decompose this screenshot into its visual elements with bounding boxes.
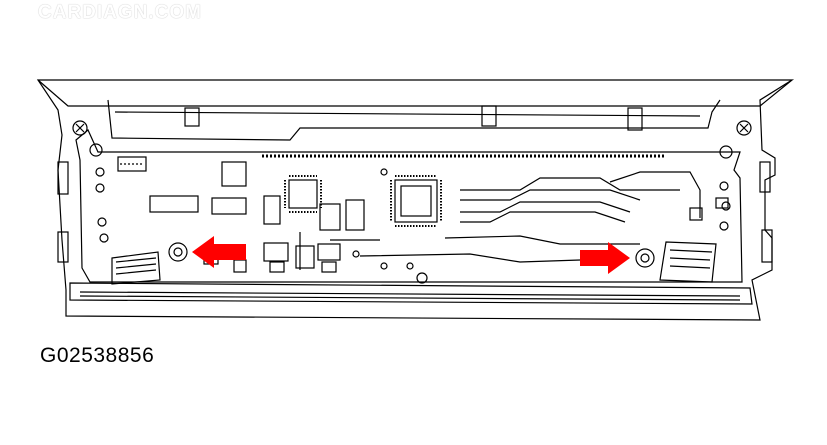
component bbox=[263, 242, 289, 262]
left-screw bbox=[168, 242, 188, 262]
small-chip bbox=[221, 161, 247, 187]
side-tab bbox=[57, 161, 69, 195]
center-screw bbox=[416, 272, 428, 284]
side-tab bbox=[759, 161, 771, 193]
housing-top-lip bbox=[37, 79, 793, 107]
right-fastener-arrow bbox=[580, 242, 630, 274]
right-screw bbox=[635, 248, 655, 268]
left-fastener-arrow bbox=[192, 236, 246, 268]
corner-screw bbox=[719, 145, 733, 159]
component bbox=[317, 243, 341, 261]
secondary-chip bbox=[288, 179, 318, 209]
component bbox=[269, 261, 285, 273]
main-chip bbox=[394, 179, 438, 223]
side-tab bbox=[57, 231, 69, 263]
component bbox=[295, 245, 315, 269]
component bbox=[321, 261, 337, 273]
corner-screw bbox=[89, 143, 103, 157]
top-tab bbox=[627, 107, 643, 131]
watermark-text: CARDIAGN.COM bbox=[38, 2, 202, 23]
component bbox=[233, 259, 247, 273]
corner-screw bbox=[736, 120, 752, 136]
top-tab bbox=[184, 107, 200, 127]
pcb-outline bbox=[75, 129, 743, 283]
top-bracket bbox=[107, 99, 721, 141]
corner-screw bbox=[72, 120, 88, 136]
component bbox=[689, 207, 703, 221]
figure-id-label: G02538856 bbox=[40, 344, 155, 367]
top-tab bbox=[481, 105, 497, 127]
connector bbox=[149, 195, 199, 213]
ribbon-left bbox=[111, 251, 161, 285]
connector bbox=[117, 156, 147, 172]
trace-bundle bbox=[460, 177, 680, 223]
side-tab bbox=[761, 229, 773, 263]
housing-bottom-rail bbox=[69, 282, 753, 305]
ribbon-right bbox=[659, 241, 717, 283]
housing-bottom-ridges bbox=[79, 291, 741, 301]
